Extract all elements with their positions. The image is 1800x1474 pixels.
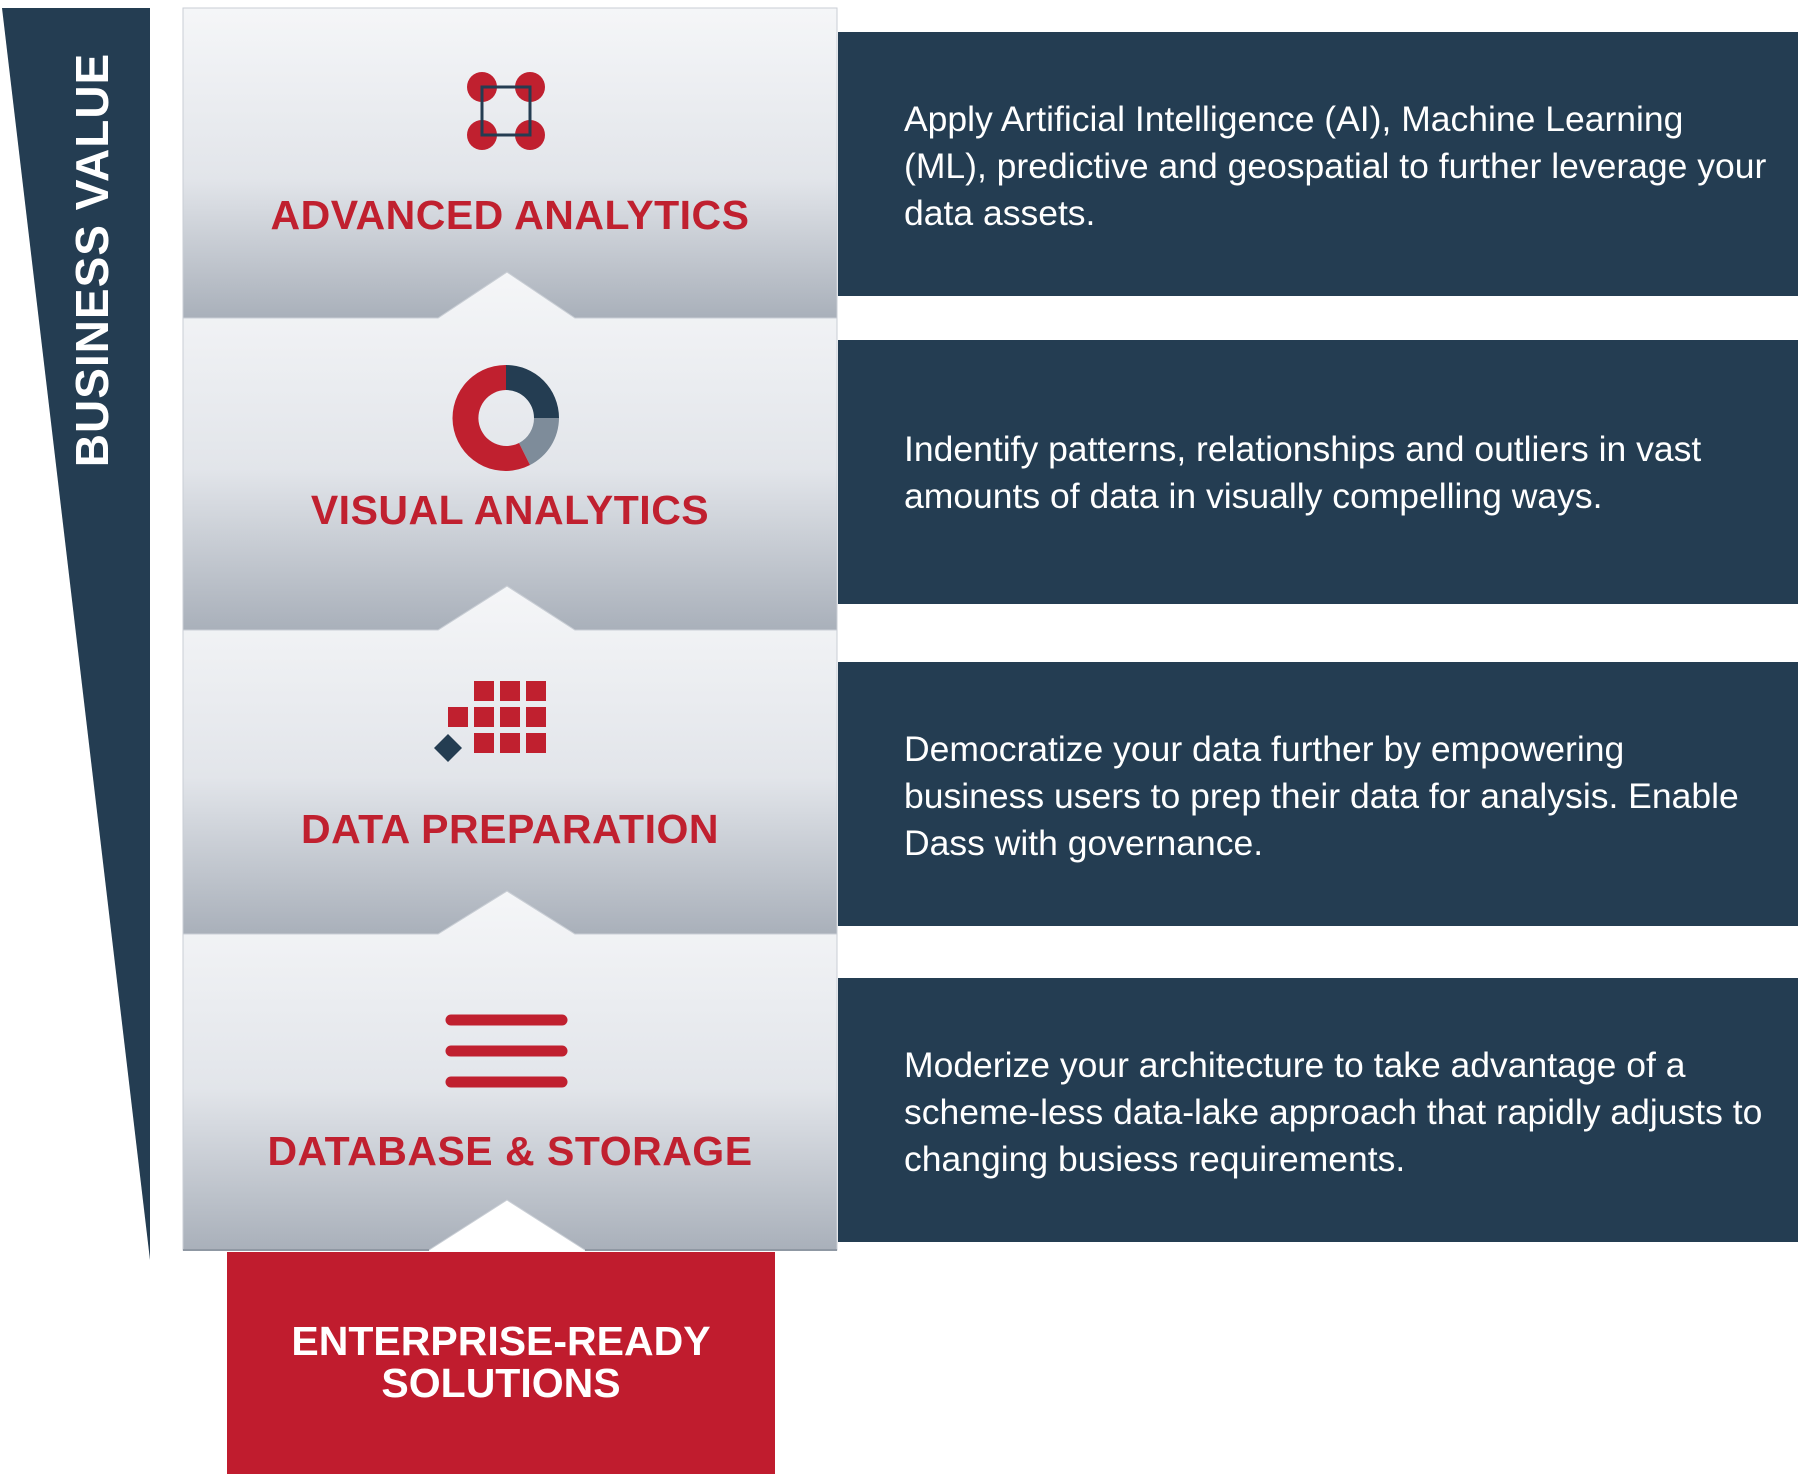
database-storage-description: Moderize your architecture to take advan… [904,1045,1763,1179]
layer-advanced-analytics [182,7,838,319]
grid-blocks-icon [434,681,546,762]
database-storage-description-panel: Moderize your architecture to take advan… [838,978,1798,1242]
enterprise-ready-label: ENTERPRISE-READY SOLUTIONS [227,1320,775,1404]
layer-database-storage [182,890,838,1251]
advanced-analytics-title: ADVANCED ANALYTICS [270,192,750,238]
data-preparation-description: Democratize your data further by empower… [904,729,1739,863]
network-nodes-icon [467,72,545,150]
visual-analytics-title: VISUAL ANALYTICS [310,487,710,533]
stacked-bars-icon [445,1014,568,1088]
database-storage-title: DATABASE & STORAGE [267,1128,753,1174]
donut-chart-icon [452,364,559,471]
advanced-analytics-description-panel: Apply Artificial Intelligence (AI), Mach… [838,32,1798,296]
visual-analytics-description-panel: Indentify patterns, relationships and ou… [838,340,1798,604]
advanced-analytics-description: Apply Artificial Intelligence (AI), Mach… [904,99,1767,233]
data-preparation-description-panel: Democratize your data further by empower… [838,662,1798,926]
data-preparation-title: DATA PREPARATION [301,806,719,852]
foundation-line-2: SOLUTIONS [381,1360,621,1406]
business-value-wedge [2,8,150,1260]
foundation-line-1: ENTERPRISE-READY [291,1318,711,1364]
enterprise-ready-block [227,1252,775,1474]
visual-analytics-description: Indentify patterns, relationships and ou… [904,429,1702,516]
layer-data-preparation [182,585,838,935]
